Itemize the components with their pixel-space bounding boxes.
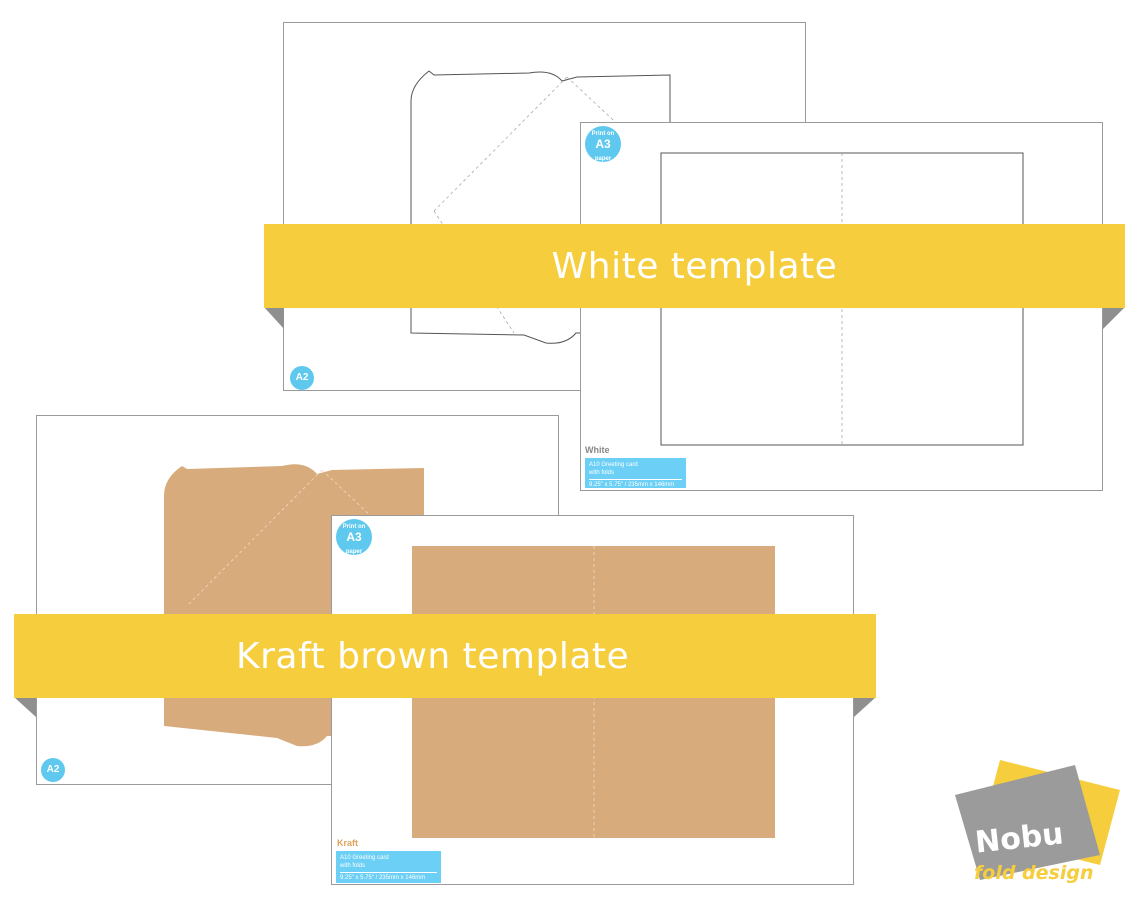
white-template-title: White template bbox=[551, 245, 838, 287]
nobu-logo: Nobu fold design bbox=[950, 755, 1125, 890]
kraft-card-shape bbox=[412, 546, 775, 838]
kraft-ribbon-fold-left bbox=[14, 697, 36, 717]
white-ribbon-fold-left bbox=[264, 307, 284, 329]
a2-badge: A2 bbox=[290, 366, 314, 390]
white-template-ribbon: White template bbox=[264, 224, 1125, 308]
a3-print-badge: Print on A3 paper bbox=[585, 126, 621, 162]
a3-print-badge: Print on A3 paper bbox=[336, 519, 372, 555]
kraft-template-ribbon: Kraft brown template bbox=[14, 614, 876, 698]
white-ribbon-fold-right bbox=[1103, 307, 1125, 329]
logo-tagline: fold design bbox=[974, 862, 1094, 884]
kraft-card-sheet: Print on A3 paper Kraft A10 Greeting car… bbox=[331, 515, 854, 885]
paper-kind-label: White bbox=[585, 445, 610, 455]
card-spec-label: A10 Greeting card with folds 9.25" x 5.7… bbox=[336, 851, 441, 883]
a2-badge: A2 bbox=[41, 758, 65, 782]
kraft-template-title: Kraft brown template bbox=[236, 635, 630, 677]
logo-shapes bbox=[955, 760, 1120, 880]
kraft-ribbon-fold-right bbox=[854, 697, 876, 717]
card-spec-label: A10 Greeting card with folds 9.25" x 5.7… bbox=[585, 458, 686, 488]
paper-kind-label: Kraft bbox=[337, 838, 359, 848]
